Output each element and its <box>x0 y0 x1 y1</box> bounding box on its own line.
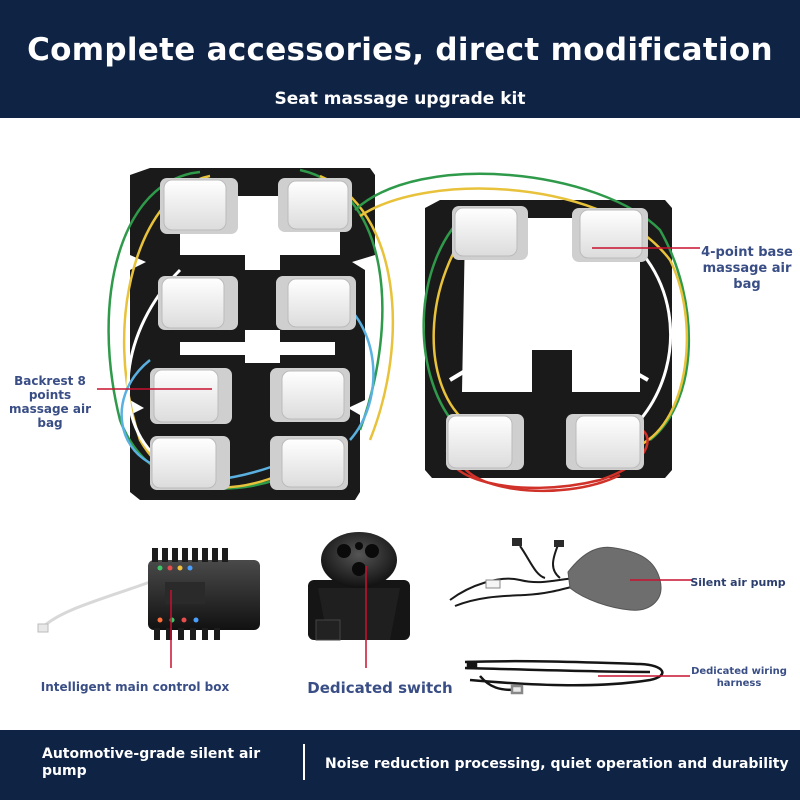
control-box-illustration <box>37 548 260 640</box>
switch-label: Dedicated switch <box>307 679 453 697</box>
backrest-air-bags <box>150 178 356 490</box>
header-banner <box>0 0 800 118</box>
wiring-harness-label: Dedicated wiring harness <box>691 666 787 689</box>
control-box-label: Intelligent main control box <box>40 680 230 694</box>
footer-banner <box>0 730 800 800</box>
page-subtitle: Seat massage upgrade kit <box>274 89 526 109</box>
page-title: Complete accessories, direct modificatio… <box>27 32 773 68</box>
switch-illustration <box>308 532 410 641</box>
air-pump-illustration <box>449 538 662 611</box>
base-frame <box>425 200 672 478</box>
air-pump-label: Silent air pump <box>690 576 786 589</box>
footer-divider <box>303 744 305 780</box>
backrest-air-bag-label: Backrest 8 points massage air bag <box>8 374 92 430</box>
harness-illustration <box>464 659 664 695</box>
base-air-bag-label: 4-point base massage air bag <box>701 245 793 292</box>
footer-left-text: Automotive-grade silent air pump <box>42 746 261 779</box>
footer-right-text: Noise reduction processing, quiet operat… <box>325 756 789 772</box>
product-illustration <box>37 168 700 695</box>
